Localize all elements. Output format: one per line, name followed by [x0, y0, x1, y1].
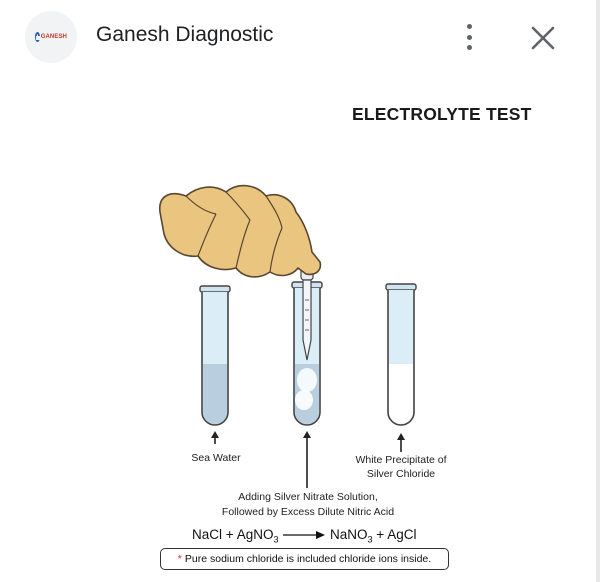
caption-line-2: Followed by Excess Dilute Nitric Acid — [221, 506, 395, 518]
reaction-arrow-icon — [283, 531, 326, 540]
ganesh-logo: GANESH — [25, 11, 77, 63]
figure-heading: ELECTROLYTE TEST — [352, 104, 532, 124]
eq-plus-1: + — [225, 527, 234, 542]
eq-nano3: NaNO3 — [330, 527, 373, 545]
caption-line-1: Adding Silver Nitrate Solution, — [238, 491, 378, 503]
label-sea-water: Sea Water — [191, 452, 241, 464]
page-title: Ganesh Diagnostic — [96, 23, 274, 46]
scroll-edge — [596, 0, 600, 582]
tube-white-precipitate — [385, 283, 417, 452]
eq-nacl: NaCl — [192, 527, 223, 542]
note-star: * — [177, 553, 182, 565]
eq-plus-2: + — [376, 527, 385, 542]
chemical-equation: NaCl + AgNO3 NaNO3 + AgCl — [192, 527, 416, 545]
close-icon — [531, 26, 555, 50]
tube-test — [291, 267, 323, 488]
note-text: Pure sodium chloride is included chlorid… — [184, 553, 432, 565]
label-white-precipitate-line2: Silver Chloride — [366, 468, 436, 480]
eq-agcl: AgCl — [387, 527, 417, 542]
figure-caption: Adding Silver Nitrate Solution, Followed… — [190, 490, 426, 520]
note-box: * Pure sodium chloride is included chlor… — [160, 548, 449, 570]
logo-text: GANESH — [40, 34, 67, 40]
logo-badge: GANESH — [35, 30, 67, 44]
app-header: GANESH Ganesh Diagnostic — [0, 0, 600, 76]
eq-agno3: AgNO3 — [236, 527, 279, 545]
more-options-button[interactable] — [458, 22, 480, 52]
more-vert-icon — [466, 24, 472, 29]
tube-sea-water — [199, 285, 231, 444]
label-white-precipitate: White Precipitate of Silver Chloride — [338, 453, 464, 481]
gloved-hand — [159, 184, 322, 278]
logo-mark-icon — [35, 32, 40, 42]
label-white-precipitate-line1: White Precipitate of — [355, 454, 447, 466]
close-button[interactable] — [529, 24, 557, 52]
